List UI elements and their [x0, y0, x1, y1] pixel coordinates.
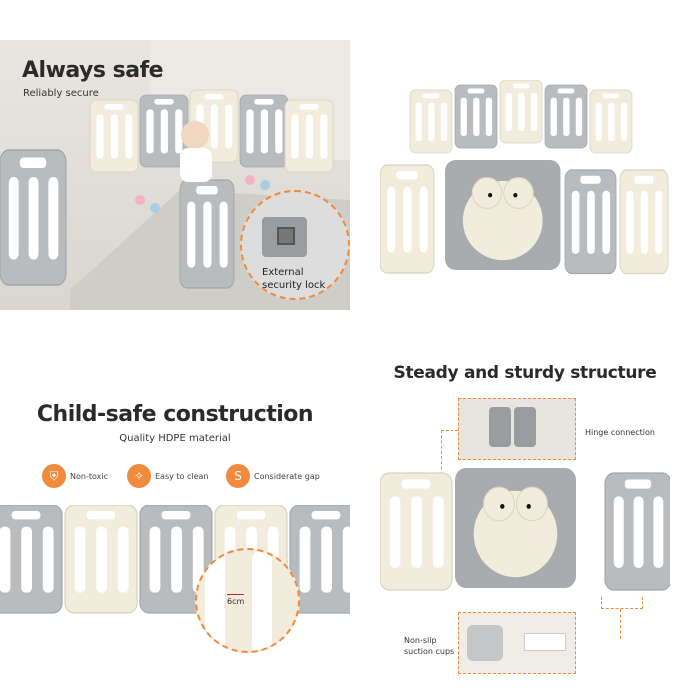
- feature-easy-to-clean: ✧ Easy to clean: [127, 464, 209, 488]
- cups-connector-line: [601, 597, 643, 609]
- hinge-closeup: [458, 398, 576, 460]
- security-lock-label: External security lock: [262, 267, 326, 291]
- panel-subtitle: Quality HDPE material: [119, 433, 231, 444]
- gap-icon: S: [226, 464, 250, 488]
- feature-label: Easy to clean: [155, 471, 209, 481]
- feature-non-toxic: ⛨ Non-toxic: [42, 464, 108, 488]
- clean-icon: ✧: [127, 464, 151, 488]
- feature-label: Non-toxic: [70, 471, 108, 481]
- suction-cups-closeup: [458, 612, 576, 674]
- always-safe-photo: Always safe Reliably secure External sec…: [0, 40, 350, 310]
- hinge-connector-line: [441, 430, 458, 480]
- cups-connector-line-2: [576, 609, 621, 639]
- panel-subtitle: Reliably secure: [23, 88, 99, 99]
- panel-title: Steady and sturdy structure: [393, 363, 657, 383]
- playpen-product-photo: [380, 80, 669, 275]
- playpen-front-photo: [380, 468, 670, 591]
- gap-closeup: 6cm: [195, 548, 300, 653]
- panel-title: Child-safe construction: [36, 402, 314, 427]
- panel-title: Always safe: [22, 58, 164, 83]
- suction-cups-label: Non-slip suction cups: [404, 636, 455, 656]
- gap-measurement: 6cm: [227, 594, 245, 606]
- feature-label: Considerate gap: [254, 471, 320, 481]
- security-lock-closeup: [240, 190, 350, 300]
- feature-considerate-gap: S Considerate gap: [226, 464, 320, 488]
- shield-icon: ⛨: [42, 464, 66, 488]
- hinge-label: Hinge connection: [585, 428, 655, 437]
